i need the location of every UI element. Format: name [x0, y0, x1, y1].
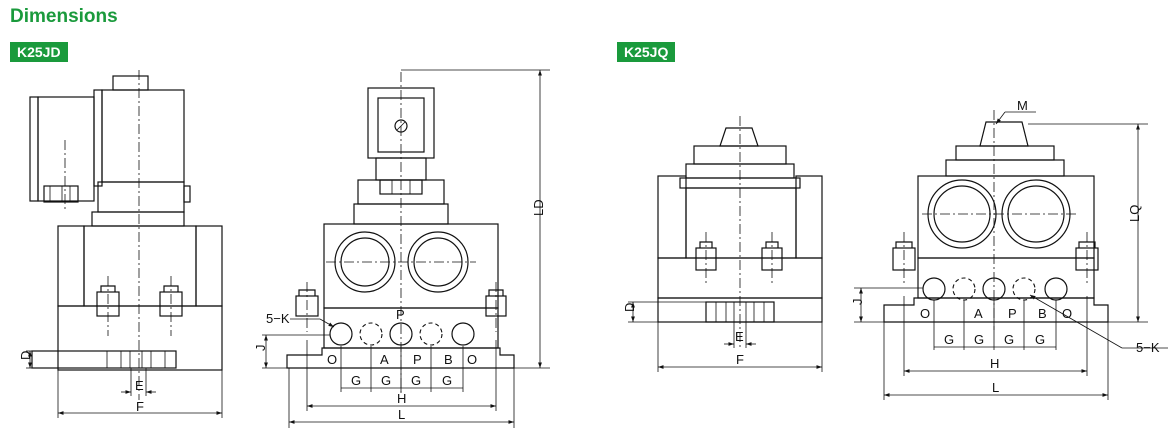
jq-dim-label-f: F	[736, 352, 744, 367]
dim-label-5k: 5−K	[266, 311, 290, 326]
jq-dim-label-e: E	[735, 329, 744, 344]
jq-port-a: A	[974, 306, 983, 321]
dim-label-l: L	[398, 407, 405, 422]
dim-label-g-2: G	[381, 373, 391, 388]
port-o-right: O	[467, 352, 477, 367]
port-a: A	[380, 352, 389, 367]
k25jq-front-view: M LQ J O A P B O G G G G 5−K H	[850, 98, 1168, 400]
jq-dim-label-d: D	[622, 303, 637, 312]
jq-dim-label-g-3: G	[1004, 332, 1014, 347]
jq-dim-label-h: H	[990, 356, 999, 371]
model-badge-k25jq: K25JQ	[617, 42, 676, 62]
dim-label-ld: LD	[531, 199, 546, 216]
dim-label-h: H	[397, 391, 406, 406]
jq-dim-label-lq: LQ	[1127, 205, 1142, 222]
jq-dim-label-g-4: G	[1035, 332, 1045, 347]
k25jd-front-view: LD J 5−K O A P P B O G G G G H	[253, 69, 550, 428]
dim-label-j: J	[253, 345, 268, 352]
dim-label-d: D	[18, 351, 33, 360]
port-p-top: P	[396, 307, 405, 322]
jq-port-b: B	[1038, 306, 1047, 321]
dim-label-g-3: G	[411, 373, 421, 388]
port-o-left: O	[327, 352, 337, 367]
model-badge-k25jd: K25JD	[10, 42, 68, 62]
jq-port-p: P	[1008, 306, 1017, 321]
page-title: Dimensions	[10, 6, 118, 27]
dim-label-g-4: G	[442, 373, 452, 388]
dim-label-g-1: G	[351, 373, 361, 388]
dim-label-f: F	[136, 399, 144, 414]
k25jq-side-view: D E F	[622, 116, 823, 372]
jq-dim-label-j: J	[850, 299, 865, 306]
jq-port-o-right: O	[1062, 306, 1072, 321]
port-b: B	[444, 352, 453, 367]
k25jd-side-view: D E F	[18, 70, 223, 418]
jq-dim-label-5k: 5−K	[1136, 340, 1160, 355]
jq-dim-label-m: M	[1017, 98, 1028, 113]
jq-port-o-left: O	[920, 306, 930, 321]
jq-dim-label-g-2: G	[974, 332, 984, 347]
jq-dim-label-g-1: G	[944, 332, 954, 347]
jq-dim-label-l: L	[992, 380, 999, 395]
dim-label-e: E	[135, 378, 144, 393]
port-p: P	[413, 352, 422, 367]
